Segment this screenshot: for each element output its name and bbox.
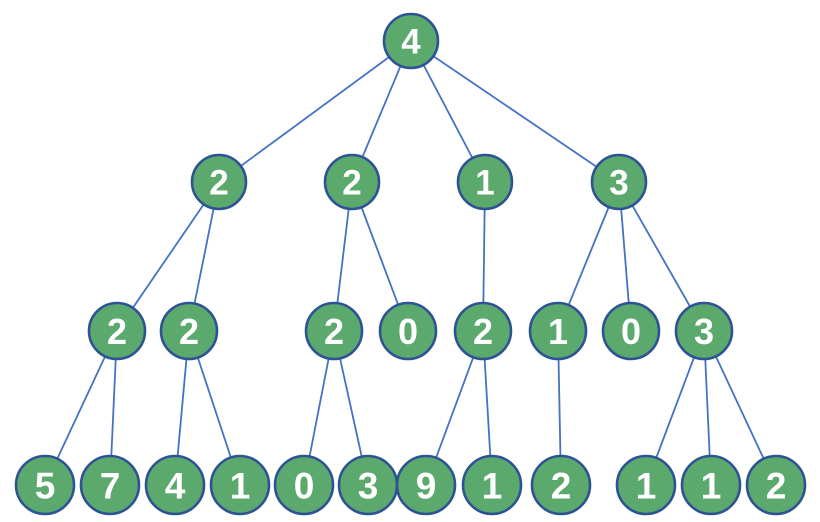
tree-node-circle <box>615 454 677 516</box>
tree-node-label: 2 <box>342 164 361 203</box>
tree-node-label: 4 <box>165 465 186 506</box>
tree-node: 1 <box>528 301 588 361</box>
tree-node-circle <box>378 301 438 361</box>
tree-node-label: 4 <box>401 23 421 62</box>
tree-node-circle <box>461 454 523 516</box>
tree-node-circle <box>528 301 588 361</box>
tree-node-label: 2 <box>473 311 493 352</box>
tree-node: 2 <box>745 454 807 516</box>
tree-node: 1 <box>680 454 742 516</box>
tree-node-circle <box>14 454 76 516</box>
tree-node-label: 2 <box>324 311 344 352</box>
tree-node: 3 <box>674 301 734 361</box>
tree-node: 1 <box>209 454 271 516</box>
tree-node-circle <box>453 301 513 361</box>
tree-node-label: 1 <box>475 164 494 203</box>
tree-node: 9 <box>395 454 457 516</box>
tree-node-label: 1 <box>548 311 568 352</box>
tree-node-label: 0 <box>294 465 315 506</box>
tree-node-label: 2 <box>179 311 199 352</box>
tree-node-label: 5 <box>35 465 56 506</box>
tree-node-label: 0 <box>398 311 418 352</box>
tree-node-label: 0 <box>621 311 641 352</box>
tree-node: 2 <box>453 301 513 361</box>
tree-node: 0 <box>273 454 335 516</box>
tree-node-circle <box>190 153 248 211</box>
tree-node-label: 3 <box>609 164 628 203</box>
tree-node-label: 3 <box>358 465 379 506</box>
tree-node: 1 <box>461 454 523 516</box>
tree-edge <box>116 181 220 332</box>
tree-node: 1 <box>615 454 677 516</box>
tree-node: 3 <box>337 454 399 516</box>
tree-node: 4 <box>382 12 440 70</box>
tree-node-circle <box>456 153 514 211</box>
tree-node: 2 <box>190 153 248 211</box>
tree-node: 5 <box>14 454 76 516</box>
tree-node-circle <box>530 454 592 516</box>
tree-node-circle <box>209 454 271 516</box>
tree-node: 2 <box>530 454 592 516</box>
tree-node-label: 9 <box>416 465 437 506</box>
tree-node: 2 <box>323 153 381 211</box>
tree-node-label: 1 <box>230 465 251 506</box>
tree-node: 0 <box>601 301 661 361</box>
tree-node: 3 <box>590 153 648 211</box>
tree-node-label: 2 <box>766 465 787 506</box>
tree-node: 2 <box>87 301 147 361</box>
tree-node-circle <box>79 454 141 516</box>
tree-node-label: 1 <box>636 465 657 506</box>
tree-node-label: 2 <box>551 465 572 506</box>
tree-node-circle <box>144 454 206 516</box>
tree-node-circle <box>680 454 742 516</box>
tree-node: 7 <box>79 454 141 516</box>
tree-node: 4 <box>144 454 206 516</box>
tree-node-label: 3 <box>694 311 714 352</box>
tree-edge <box>218 40 412 183</box>
tree-node-circle <box>590 153 648 211</box>
tree-node-circle <box>382 12 440 70</box>
tree-node: 2 <box>304 301 364 361</box>
edges-layer <box>44 40 777 486</box>
tree-node-label: 2 <box>107 311 127 352</box>
tree-node-label: 7 <box>100 465 121 506</box>
tree-node-circle <box>674 301 734 361</box>
tree-node-label: 1 <box>701 465 722 506</box>
tree-node: 0 <box>378 301 438 361</box>
tree-node: 1 <box>456 153 514 211</box>
tree-edge <box>410 40 620 183</box>
tree-node-circle <box>87 301 147 361</box>
tree-node-circle <box>273 454 335 516</box>
tree-node-circle <box>159 301 219 361</box>
tree-node-label: 2 <box>209 164 228 203</box>
tree-node-circle <box>601 301 661 361</box>
tree-node-circle <box>304 301 364 361</box>
tree-node-circle <box>745 454 807 516</box>
tree-node: 2 <box>159 301 219 361</box>
tree-node-circle <box>323 153 381 211</box>
tree-node-circle <box>395 454 457 516</box>
tree-node-label: 1 <box>482 465 503 506</box>
